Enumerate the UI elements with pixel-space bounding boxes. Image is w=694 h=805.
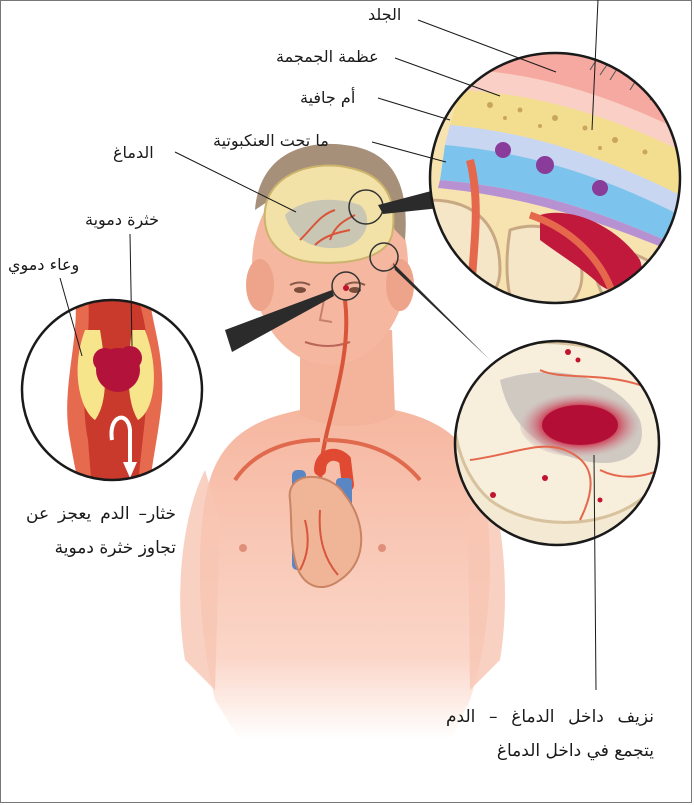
brain-layers-inset [420, 20, 694, 320]
vessel-label: وعاء دموي [8, 254, 79, 276]
hemorrhage-caption: نزيف داخل الدماغ – الدم يتجمع في داخل ال… [446, 700, 654, 768]
subarachnoid-label: ما تحت العنكبوتية [213, 130, 329, 152]
skull-label: عظمة الجمجمة [276, 46, 379, 68]
thrombus-caption: خثار– الدم يعجز عن تجاوز خثرة دموية [26, 497, 176, 565]
skin-label: الجلد [368, 4, 401, 26]
clot-label: خثرة دموية [85, 209, 159, 231]
dura-label: أم جافية [300, 87, 355, 109]
right-callout-wedge [393, 263, 490, 360]
brain-label: الدماغ [113, 142, 154, 164]
blood-clot-inset [20, 295, 205, 490]
